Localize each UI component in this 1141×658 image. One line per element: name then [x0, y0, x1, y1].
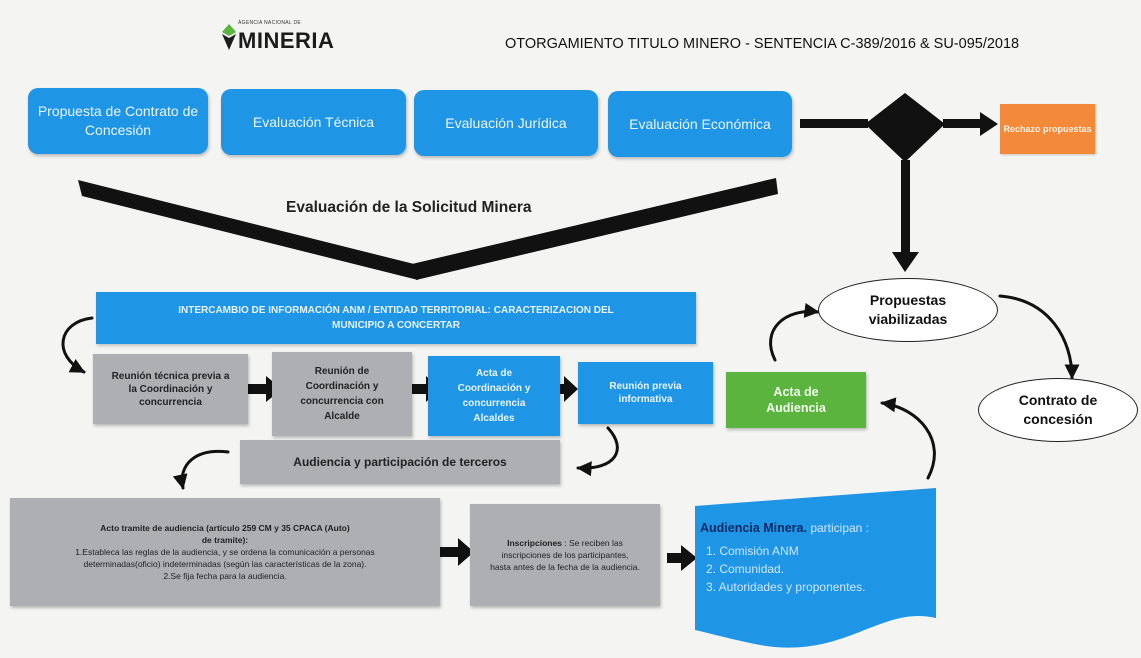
box-reunion-previa: Reunión previa informativa — [578, 362, 713, 424]
funnel-right-arm — [412, 178, 778, 280]
oval-contrato-concesion: Contrato de concesión — [978, 378, 1138, 442]
arrow-bottom1-head — [458, 538, 474, 566]
box-propuesta-contrato-label: Propuesta de Contrato de Concesión — [37, 103, 199, 138]
logo-mark-icon — [222, 24, 236, 50]
curve-acta-to-propuestas — [769, 302, 820, 362]
box-inscripciones: Inscripciones : Se reciben las inscripci… — [470, 504, 660, 606]
curve-terceros-to-acto — [172, 449, 230, 490]
funnel-left-arm — [78, 180, 418, 280]
audiencia-minera-shape — [695, 488, 936, 648]
acto-tramite-title: Acto tramite de audiencia (artículo 259 … — [100, 523, 350, 545]
box-audiencia-terceros: Audiencia y participación de terceros — [240, 440, 560, 484]
logo-wordmark: MINERIA — [238, 28, 335, 53]
box-acta-audiencia-label: Acta de Audiencia — [766, 385, 826, 415]
box-rechazo-propuestas: Rechazo propuestas — [1000, 104, 1095, 154]
arrow-bottom2-body — [667, 553, 683, 563]
box-acta-coordinacion: Acta de Coordinación y concurrencia Alca… — [428, 356, 560, 436]
audiencia-minera-suffix: participan : — [806, 521, 870, 535]
box-evaluacion-economica: Evaluación Económica — [608, 91, 792, 157]
box-reunion-coordinacion-label: Reunión de Coordinación y concurrencia c… — [300, 366, 384, 422]
box-reunion-tecnica-label: Reunión técnica previa a la Coordinación… — [111, 370, 230, 408]
box-evaluacion-juridica: Evaluación Jurídica — [414, 90, 598, 156]
box-evaluacion-juridica-label: Evaluación Jurídica — [445, 114, 567, 131]
box-acta-coordinacion-label: Acta de Coordinación y concurrencia Alca… — [457, 368, 531, 424]
box-rechazo-label: Rechazo propuestas — [1003, 124, 1092, 134]
acto-tramite-line1: 1.Estableca las reglas de la audiencia, … — [75, 547, 375, 569]
box-evaluacion-tecnica-label: Evaluación Técnica — [252, 113, 375, 130]
oval-propuestas-viabilizadas: Propuestas viabilizadas — [818, 278, 998, 342]
audiencia-minera-list: 1. Comisión ANM 2. Comunidad. 3. Autorid… — [700, 542, 940, 596]
box-reunion-coordinacion: Reunión de Coordinación y concurrencia c… — [272, 352, 412, 436]
connector-to-decision — [800, 119, 868, 128]
page-title: OTORGAMIENTO TITULO MINERO - SENTENCIA C… — [505, 36, 1020, 52]
curve-propuestas-to-contrato — [998, 294, 1080, 380]
box-acto-tramite: Acto tramite de audiencia (artículo 259 … — [10, 498, 440, 606]
oval-contrato-label: Contrato de concesión — [1018, 392, 1098, 427]
reject-arrowhead — [980, 112, 998, 136]
oval-propuestas-label: Propuestas viabilizadas — [868, 292, 948, 327]
evaluation-label: Evaluación de la Solicitud Minera — [286, 199, 532, 216]
down-arrowhead — [892, 252, 919, 272]
box-audiencia-terceros-label: Audiencia y participación de terceros — [293, 455, 507, 469]
audiencia-minera: Audiencia Minera. participan : 1. Comisi… — [700, 520, 940, 596]
connector-down — [901, 160, 910, 252]
box-acta-audiencia: Acta de Audiencia — [726, 372, 866, 428]
banner-intercambio-label: INTERCAMBIO DE INFORMACIÓN ANM / ENTIDAD… — [178, 305, 614, 331]
arrow-bottom1-body — [440, 547, 460, 557]
connector-to-reject — [943, 119, 983, 128]
logo-tagline: AGENCIA NACIONAL DE — [238, 20, 302, 26]
arrow-bottom2-head — [681, 545, 697, 571]
inscripciones-title: Inscripciones — [507, 538, 562, 548]
audiencia-item-autoridades: 3. Autoridades y proponentes. — [706, 580, 866, 594]
acto-tramite-line2: 2.Se fija fecha para la audiencia. — [163, 571, 287, 581]
box-reunion-previa-label: Reunión previa informativa — [609, 381, 682, 405]
arrow-step3-head — [564, 376, 578, 402]
audiencia-item-comision: 1. Comisión ANM — [706, 544, 799, 558]
decision-diamond — [865, 93, 945, 162]
box-propuesta-contrato: Propuesta de Contrato de Concesión — [28, 88, 208, 154]
box-evaluacion-tecnica: Evaluación Técnica — [221, 89, 406, 155]
audiencia-item-comunidad: 2. Comunidad. — [706, 562, 785, 576]
arrow-step2-body — [412, 384, 428, 394]
curve-step4-to-terceros — [576, 426, 619, 477]
inscripciones-text: : Se reciben las inscripciones de los pa… — [490, 538, 640, 572]
audiencia-minera-title: Audiencia Minera. — [700, 521, 807, 535]
box-evaluacion-economica-label: Evaluación Económica — [629, 115, 771, 132]
curve-audiencia-to-acta — [880, 397, 936, 480]
arrow-step1-body — [246, 384, 268, 394]
curve-banner-to-step1 — [61, 316, 94, 374]
box-reunion-tecnica: Reunión técnica previa a la Coordinación… — [93, 354, 248, 424]
banner-intercambio: INTERCAMBIO DE INFORMACIÓN ANM / ENTIDAD… — [96, 292, 696, 344]
